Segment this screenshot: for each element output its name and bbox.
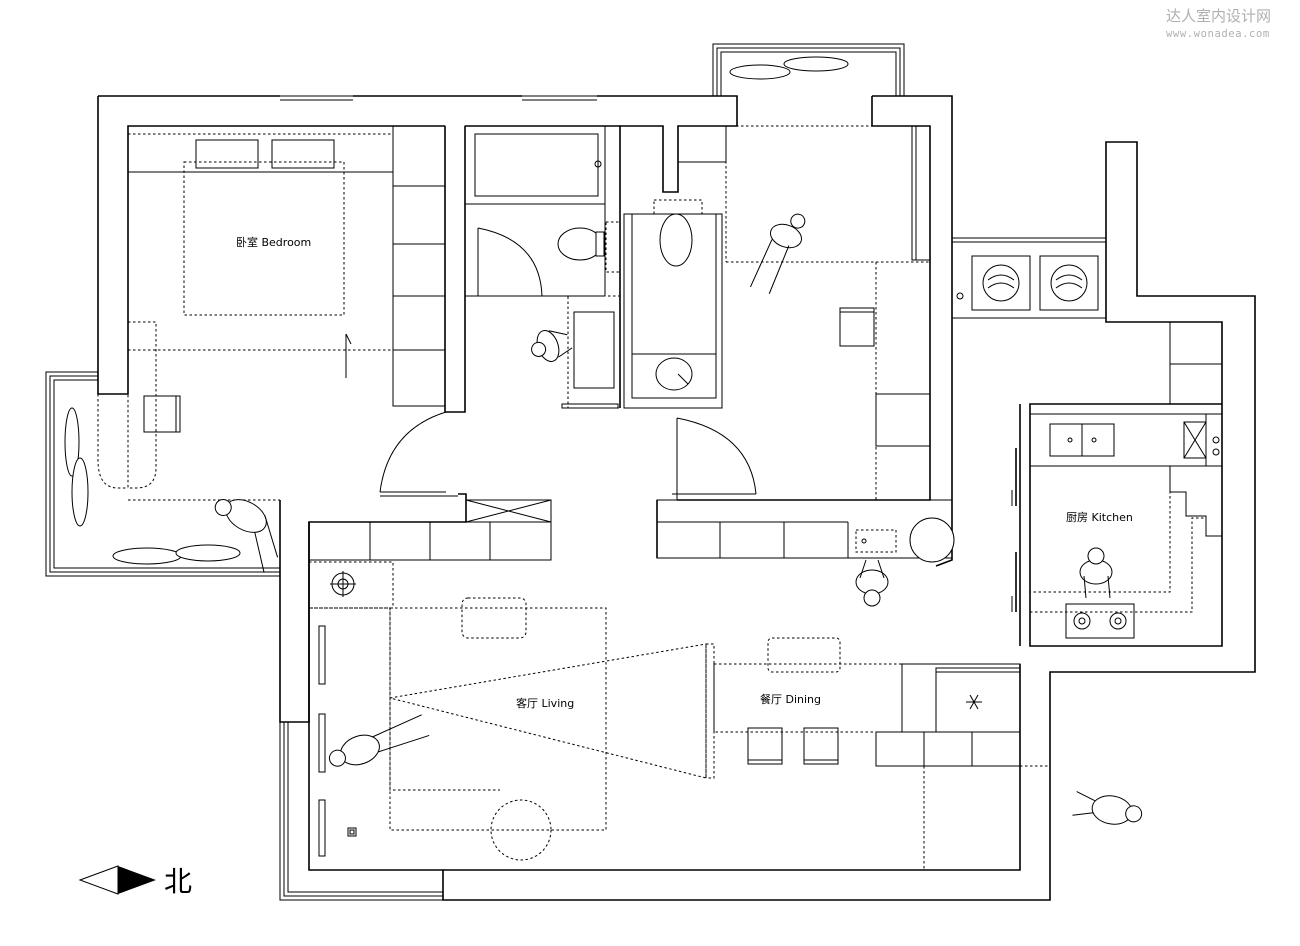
dining-room	[656, 499, 1050, 870]
watermark-title: 达人室内设计网	[1166, 7, 1271, 25]
bedroom-label: 卧室 Bedroom	[236, 235, 311, 249]
living-label: 客厅 Living	[516, 696, 574, 710]
north-label: 北	[164, 865, 192, 898]
bathroom	[379, 125, 757, 500]
north-arrow: 北	[78, 865, 192, 898]
watermark-url: www.wonadea.com	[1166, 28, 1270, 40]
human-figures	[214, 56, 1143, 825]
study-room	[677, 125, 931, 500]
laundry	[956, 255, 1223, 405]
bedroom-furniture	[64, 125, 446, 565]
dining-label: 餐厅 Dining	[760, 692, 821, 706]
north-arrow-icon	[78, 865, 119, 895]
kitchen	[1011, 413, 1223, 639]
living-room	[308, 499, 715, 861]
kitchen-label: 厨房 Kitchen	[1066, 511, 1133, 524]
